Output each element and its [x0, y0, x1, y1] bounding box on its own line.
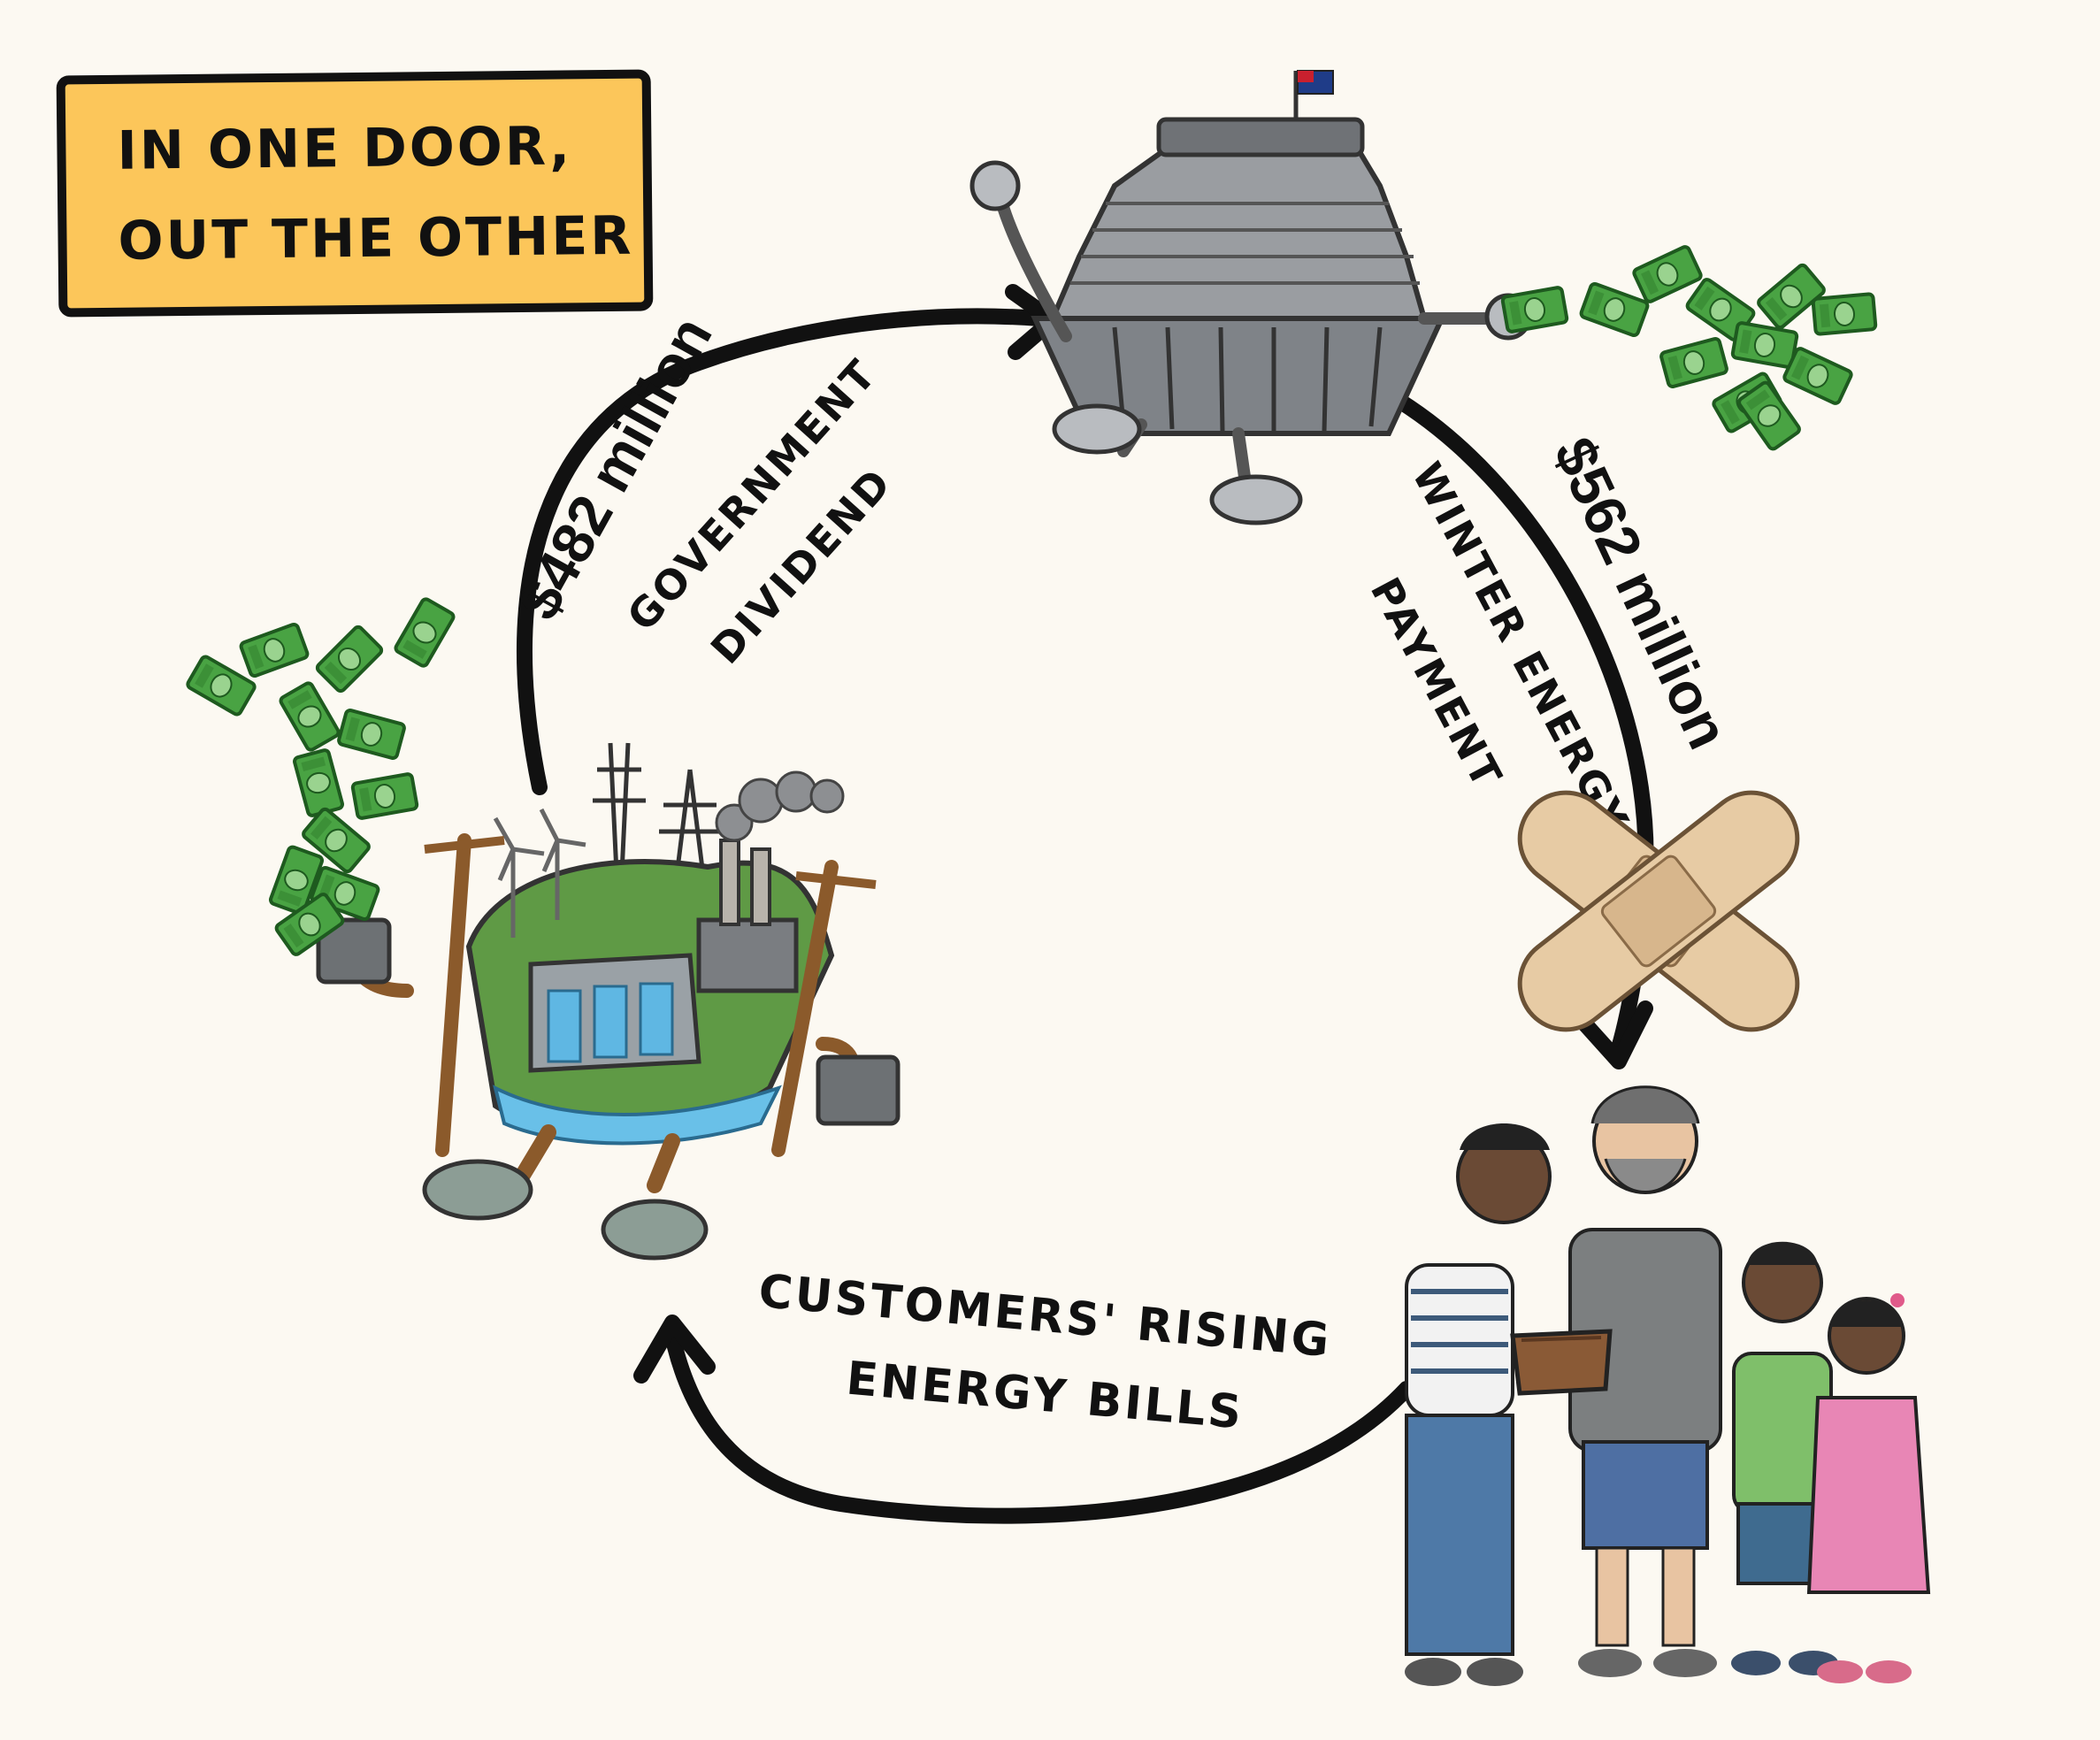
father: [1568, 1085, 1722, 1677]
beehive-parliament-icon: [970, 70, 1532, 525]
money-from-power-company-icon: [184, 595, 457, 958]
arrow-bills: [633, 1315, 1414, 1524]
teen-boy: [1405, 1123, 1552, 1686]
money-from-government-icon: [1500, 243, 1878, 453]
winter-labels: $562 million WINTER ENERGY PAYMENT: [1361, 427, 1742, 841]
power-company-icon: [316, 742, 901, 1261]
dividend-labels: $482 million GOVERNMENT DIVIDEND: [505, 306, 901, 673]
empty-wallet-icon: [1510, 1329, 1613, 1396]
bills-labels: CUSTOMERS' RISING ENERGY BILLS: [756, 1265, 1333, 1440]
bills-label-line2: ENERGY BILLS: [844, 1353, 1245, 1440]
family-icon: [1405, 1085, 1931, 1686]
young-girl: [1806, 1293, 1931, 1683]
band-aid-icon: [1517, 790, 1800, 1032]
bills-label-line1: CUSTOMERS' RISING: [756, 1265, 1333, 1368]
